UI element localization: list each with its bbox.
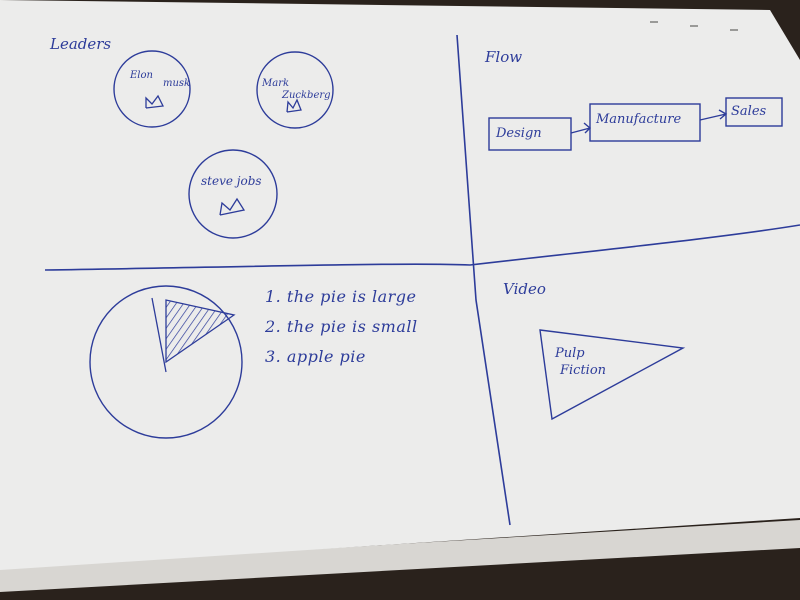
binding-marks — [650, 21, 738, 31]
paper-sheet — [0, 0, 800, 570]
crown-icon — [219, 197, 246, 216]
page-stack-edge — [0, 520, 800, 592]
crown-icon — [286, 98, 302, 113]
flow-step-sales: Sales — [731, 104, 767, 119]
pie-outline — [89, 285, 243, 439]
pie-shaded-slice — [165, 299, 236, 364]
leader-steve-name: steve jobs — [201, 174, 262, 188]
leader-mark-name-2: Zuckberg — [282, 90, 331, 101]
leader-elon-name-2: musk — [163, 78, 191, 89]
flow-step-manufacture: Manufacture — [596, 112, 682, 127]
leaders-title: Leaders — [50, 35, 112, 53]
pie-divider-line — [151, 297, 167, 373]
leader-elon-name-1: Elon — [130, 70, 153, 81]
video-label-line1: Pulp — [555, 346, 585, 361]
crown-icon — [145, 94, 164, 109]
video-title: Video — [503, 280, 546, 298]
flow-title: Flow — [485, 48, 523, 66]
leader-circle-elon — [113, 50, 191, 128]
pie-list-item-2: 2. the pie is small — [265, 317, 418, 336]
vertical-divider — [456, 34, 511, 526]
leader-mark-name-1: Mark — [262, 78, 290, 89]
flow-box-manufacture — [589, 103, 701, 142]
pie-drawing — [89, 285, 243, 439]
video-label-line2: Fiction — [560, 363, 607, 378]
flow-step-design: Design — [496, 126, 542, 141]
pie-list-item-3: 3. apple pie — [265, 347, 366, 366]
flow-arrow-icon — [570, 122, 592, 134]
leader-circle-steve — [188, 149, 278, 239]
video-play-icon — [539, 329, 686, 421]
pie-list-item-1: 1. the pie is large — [265, 287, 417, 306]
flow-arrow-icon — [699, 109, 728, 121]
horizontal-divider — [44, 224, 800, 271]
flow-box-design — [488, 117, 572, 151]
leader-circle-mark — [256, 51, 334, 129]
flow-box-sales — [725, 97, 783, 127]
